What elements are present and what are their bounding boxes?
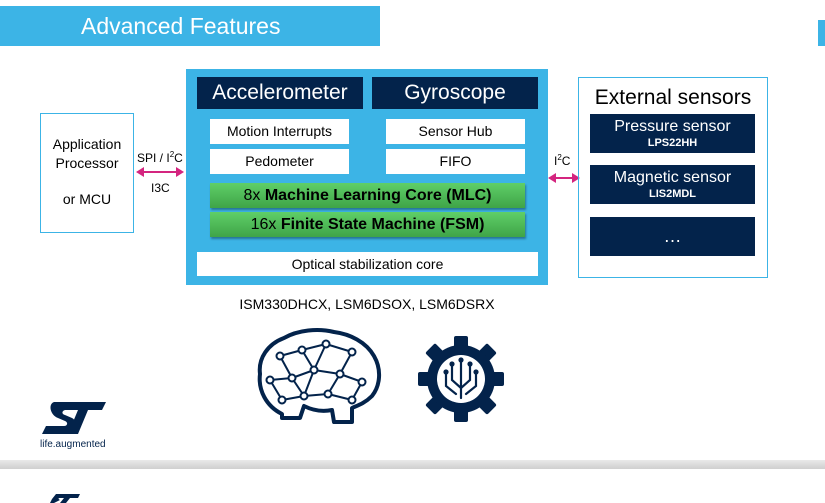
external-sensors-title: External sensors [594, 86, 752, 109]
brain-network-icon [257, 328, 381, 424]
host-bus-label: SPI / I2C [137, 150, 183, 165]
slide-divider [0, 460, 825, 469]
host-processor-box: Application Processor or MCU [40, 113, 134, 233]
host-line-3: or MCU [62, 191, 112, 207]
st-logo-icon [42, 402, 106, 434]
slide-title: Advanced Features [0, 6, 380, 46]
fsm-count: 16x [250, 216, 277, 233]
pressure-sensor-part: LPS22HH [647, 137, 698, 149]
ois-core-box: Optical stabilization core [197, 252, 538, 276]
ext-bus-arrow-icon [548, 173, 580, 183]
external-sensors-block [578, 77, 768, 278]
magnetic-sensor-name: Magnetic sensor [613, 169, 732, 186]
pedometer-box: Pedometer [210, 149, 349, 174]
fifo-box: FIFO [386, 149, 525, 174]
gear-circuit-icon [418, 336, 504, 422]
ext-bus-label: I2C [554, 153, 571, 168]
pressure-sensor-name: Pressure sensor [614, 118, 731, 135]
fsm-name: Finite State Machine (FSM) [280, 216, 485, 233]
magnetic-sensor-box: Magnetic sensor LIS2MDL [590, 165, 755, 204]
magnetic-sensor-part: LIS2MDL [648, 188, 697, 200]
mlc-bar: 8x Machine Learning Core (MLC) [210, 183, 525, 208]
title-bar-edge [818, 20, 825, 46]
host-line-2: Processor [55, 155, 119, 171]
sensor-hub-box: Sensor Hub [386, 119, 525, 144]
motion-interrupts-box: Motion Interrupts [210, 119, 349, 144]
mlc-count: 8x [243, 187, 261, 204]
accelerometer-header: Accelerometer [197, 77, 363, 109]
fsm-bar: 16x Finite State Machine (FSM) [210, 212, 525, 237]
more-sensors-box: … [590, 217, 755, 256]
st-tagline: life.augmented [40, 439, 106, 450]
mlc-name: Machine Learning Core (MLC) [264, 187, 492, 204]
device-list: ISM330DHCX, LSM6DSOX, LSM6DSRX [239, 296, 495, 312]
next-slide-logo-icon [50, 494, 80, 503]
gyroscope-header: Gyroscope [372, 77, 538, 109]
host-line-1: Application [52, 136, 122, 152]
host-bus-alt-label: I3C [151, 181, 170, 195]
pressure-sensor-box: Pressure sensor LPS22HH [590, 114, 755, 153]
host-bus-arrow-icon [136, 167, 184, 177]
